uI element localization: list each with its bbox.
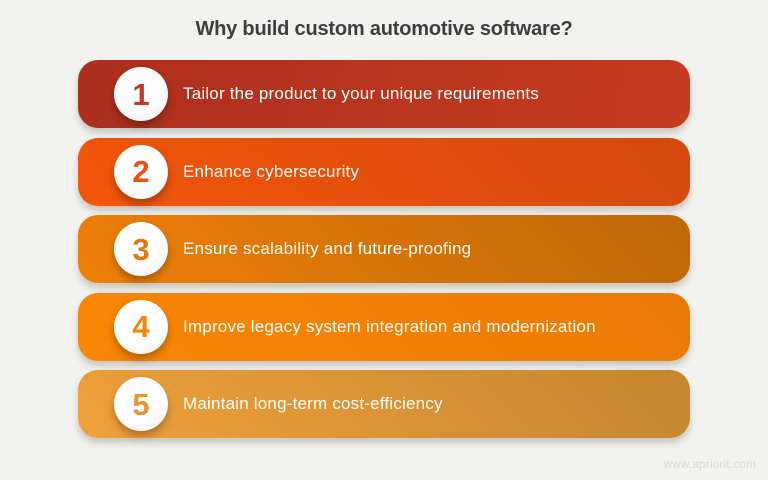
step-number-badge: 4 <box>114 299 168 354</box>
step-label: Improve legacy system integration and mo… <box>183 316 596 336</box>
page-title: Why build custom automotive software? <box>195 18 573 40</box>
list-item: 4 Improve legacy system integration and … <box>78 292 690 361</box>
step-number: 1 <box>132 76 150 112</box>
steps-list: 1 Tailor the product to your unique requ… <box>78 60 690 438</box>
step-number-badge: 5 <box>114 377 168 431</box>
step-label: Tailor the product to your unique requir… <box>183 84 540 103</box>
list-item: 5 Maintain long-term cost-efficiency <box>78 370 690 438</box>
step-number: 5 <box>132 386 150 422</box>
step-number-badge: 3 <box>114 222 168 276</box>
step-number: 3 <box>132 231 150 267</box>
list-item: 2 Enhance cybersecurity <box>78 137 690 206</box>
watermark: www.apriorit.com <box>663 459 756 471</box>
step-label: Maintain long-term cost-efficiency <box>183 394 443 413</box>
step-number-badge: 2 <box>114 144 168 199</box>
step-label: Ensure scalability and future-proofing <box>183 239 472 258</box>
step-number-badge: 1 <box>114 67 168 121</box>
step-number: 4 <box>132 309 150 344</box>
list-item: 1 Tailor the product to your unique requ… <box>78 60 690 128</box>
step-number: 2 <box>132 154 150 189</box>
list-item: 3 Ensure scalability and future-proofing <box>78 215 690 283</box>
step-label: Enhance cybersecurity <box>183 161 360 181</box>
